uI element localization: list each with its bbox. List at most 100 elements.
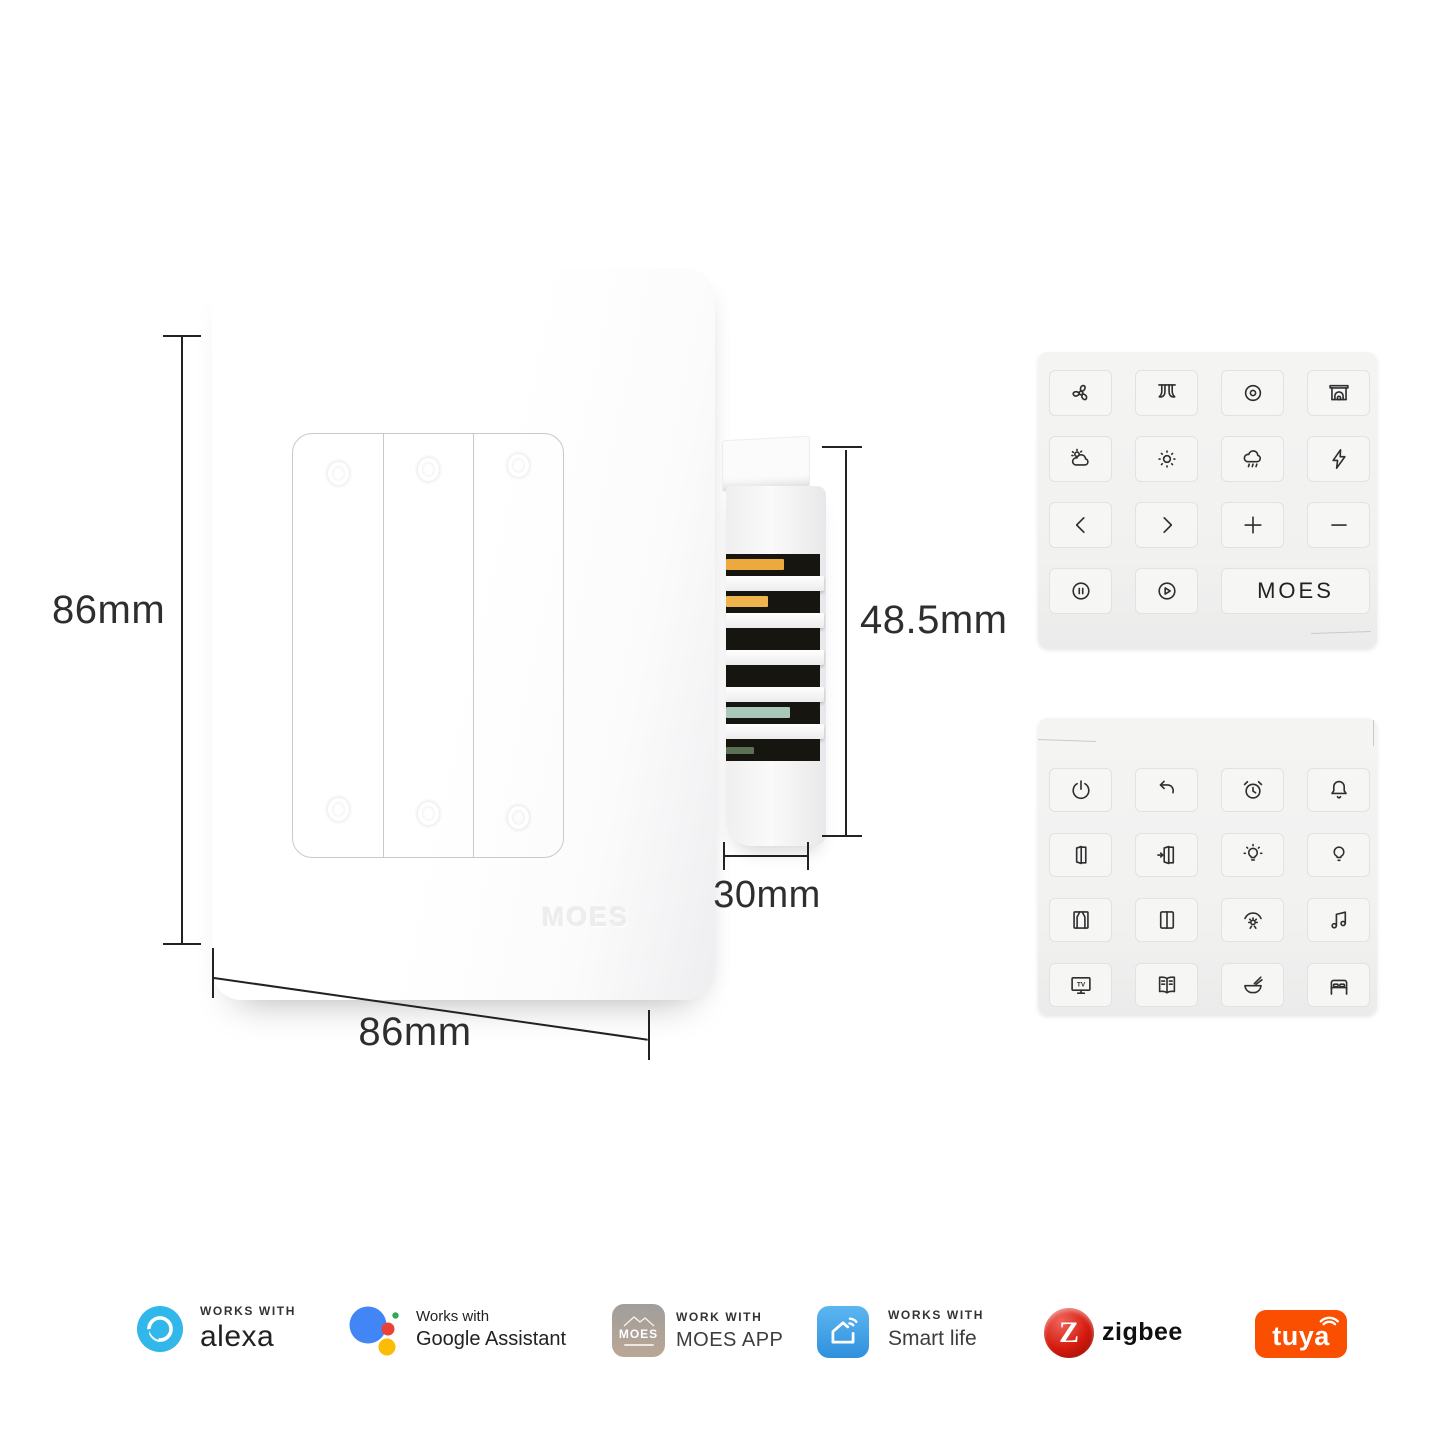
rain-key xyxy=(1221,436,1284,482)
smart-life-house-icon xyxy=(831,1317,858,1344)
speaker-icon xyxy=(1244,384,1261,402)
moes-wordmark-button: MOES xyxy=(1221,568,1370,614)
icon-panel-top: MOES xyxy=(1038,352,1377,648)
speaker-key xyxy=(1221,370,1284,416)
curtain-icon xyxy=(1157,384,1176,398)
vent-fin xyxy=(726,687,824,702)
alarm-clock-key xyxy=(1221,768,1284,812)
switch-side-module xyxy=(720,435,832,850)
home-theater-icon xyxy=(1243,912,1262,930)
undo-key xyxy=(1135,768,1198,812)
google-assistant-badge-text: Works with Google Assistant xyxy=(416,1308,566,1351)
power-key xyxy=(1049,768,1112,812)
moes-wordmark: MOES xyxy=(1257,578,1334,603)
tuya-label: tuya xyxy=(1272,1320,1330,1351)
plus-icon xyxy=(1243,516,1262,534)
pcb-edge xyxy=(726,707,790,718)
dim-module-right-tick xyxy=(807,842,809,870)
google-assistant-icon xyxy=(349,1306,399,1356)
curtain-key xyxy=(1135,370,1198,416)
fireplace-key xyxy=(1307,370,1370,416)
vent-fin xyxy=(726,576,824,591)
undo-icon xyxy=(1159,780,1174,794)
rain-icon xyxy=(1243,450,1261,468)
touch-area xyxy=(292,433,564,858)
moes-app-badge-text: WORK WITH MOES APP xyxy=(676,1310,783,1352)
door-open-icon xyxy=(1075,845,1087,865)
dim-depth-bottom-tick xyxy=(822,835,862,837)
icon-grid-bottom: TV xyxy=(1038,718,1377,1007)
bulb-on-key xyxy=(1221,833,1284,877)
touch-ring-top-2 xyxy=(418,458,439,481)
alexa-badge xyxy=(137,1306,183,1357)
meal-key xyxy=(1221,963,1284,1007)
book-key xyxy=(1135,963,1198,1007)
pcb-components xyxy=(726,747,755,754)
vent-fin xyxy=(726,724,824,739)
vent-gap xyxy=(726,554,820,576)
google-assistant-badge xyxy=(349,1306,403,1363)
smart-life-line2: Smart life xyxy=(888,1327,977,1350)
vent-fin xyxy=(726,650,824,665)
dim-height-label: 86mm xyxy=(52,588,166,632)
switch-front-plate: MOES xyxy=(212,268,715,1000)
module-body xyxy=(726,486,826,846)
book-icon xyxy=(1158,976,1175,994)
touch-ring-bottom-3 xyxy=(508,806,529,829)
fan-key xyxy=(1049,370,1112,416)
moes-app-badge: MOES xyxy=(612,1304,665,1357)
meal-icon xyxy=(1243,976,1263,994)
dim-width-right-tick xyxy=(648,1010,650,1060)
lightning-icon xyxy=(1331,448,1346,470)
alexa-icon xyxy=(137,1306,183,1352)
moes-app-icon: MOES xyxy=(612,1304,665,1357)
alexa-line1: WORKS WITH xyxy=(200,1304,296,1318)
music-key xyxy=(1307,898,1370,942)
power-icon xyxy=(1071,780,1090,800)
dim-module-label: 30mm xyxy=(713,874,821,916)
moes-roof-icon xyxy=(623,1316,654,1327)
moes-line2: MOES APP xyxy=(676,1329,784,1351)
dim-depth-label: 48.5mm xyxy=(860,598,1008,642)
plus-key xyxy=(1221,502,1284,548)
moes-app-icon-label: MOES xyxy=(618,1327,659,1341)
touch-ring-top-1 xyxy=(328,462,349,485)
vent-gap xyxy=(726,739,820,761)
plate-embossed-logo: MOES xyxy=(542,902,630,932)
zigbee-icon: Z xyxy=(1044,1308,1094,1358)
icon-panel-bottom: TV xyxy=(1038,718,1377,1015)
smart-life-badge xyxy=(817,1306,869,1358)
alarm-clock-icon xyxy=(1243,780,1262,799)
tuya-icon: tuya xyxy=(1255,1310,1347,1358)
tuya-signal-icon xyxy=(1319,1316,1339,1326)
smart-life-line1: WORKS WITH xyxy=(888,1308,984,1322)
play-key xyxy=(1135,568,1198,614)
dim-height-line xyxy=(181,335,183,945)
copper-terminal xyxy=(726,559,785,570)
door-enter-icon xyxy=(1156,845,1174,865)
panel-seam xyxy=(1373,720,1374,746)
moes-line1: WORK WITH xyxy=(676,1310,763,1324)
touch-divider-2 xyxy=(473,434,474,857)
lightning-key xyxy=(1307,436,1370,482)
cloud-sun-icon xyxy=(1070,448,1089,466)
dim-width-label: 86mm xyxy=(358,1010,472,1054)
zigbee-z-letter: Z xyxy=(1058,1316,1079,1349)
zigbee-badge: Z xyxy=(1044,1308,1094,1358)
svg-text:TV: TV xyxy=(1076,981,1085,988)
dim-width-left-tick xyxy=(212,948,214,998)
cloud-sun-key xyxy=(1049,436,1112,482)
zigbee-label: zigbee xyxy=(1102,1318,1183,1346)
chevron-right-icon xyxy=(1162,517,1172,533)
vent-gap xyxy=(726,628,820,650)
fireplace-icon xyxy=(1328,384,1349,401)
curtain-closed-icon xyxy=(1159,911,1174,929)
icon-grid-top: MOES xyxy=(1038,352,1377,614)
dim-depth-top-tick xyxy=(822,446,862,448)
play-icon xyxy=(1157,582,1176,600)
vent-gap xyxy=(726,665,820,687)
alexa-badge-text: WORKS WITH alexa xyxy=(200,1304,296,1354)
tv-icon: TV xyxy=(1070,977,1091,995)
pause-key xyxy=(1049,568,1112,614)
door-enter-key xyxy=(1135,833,1198,877)
